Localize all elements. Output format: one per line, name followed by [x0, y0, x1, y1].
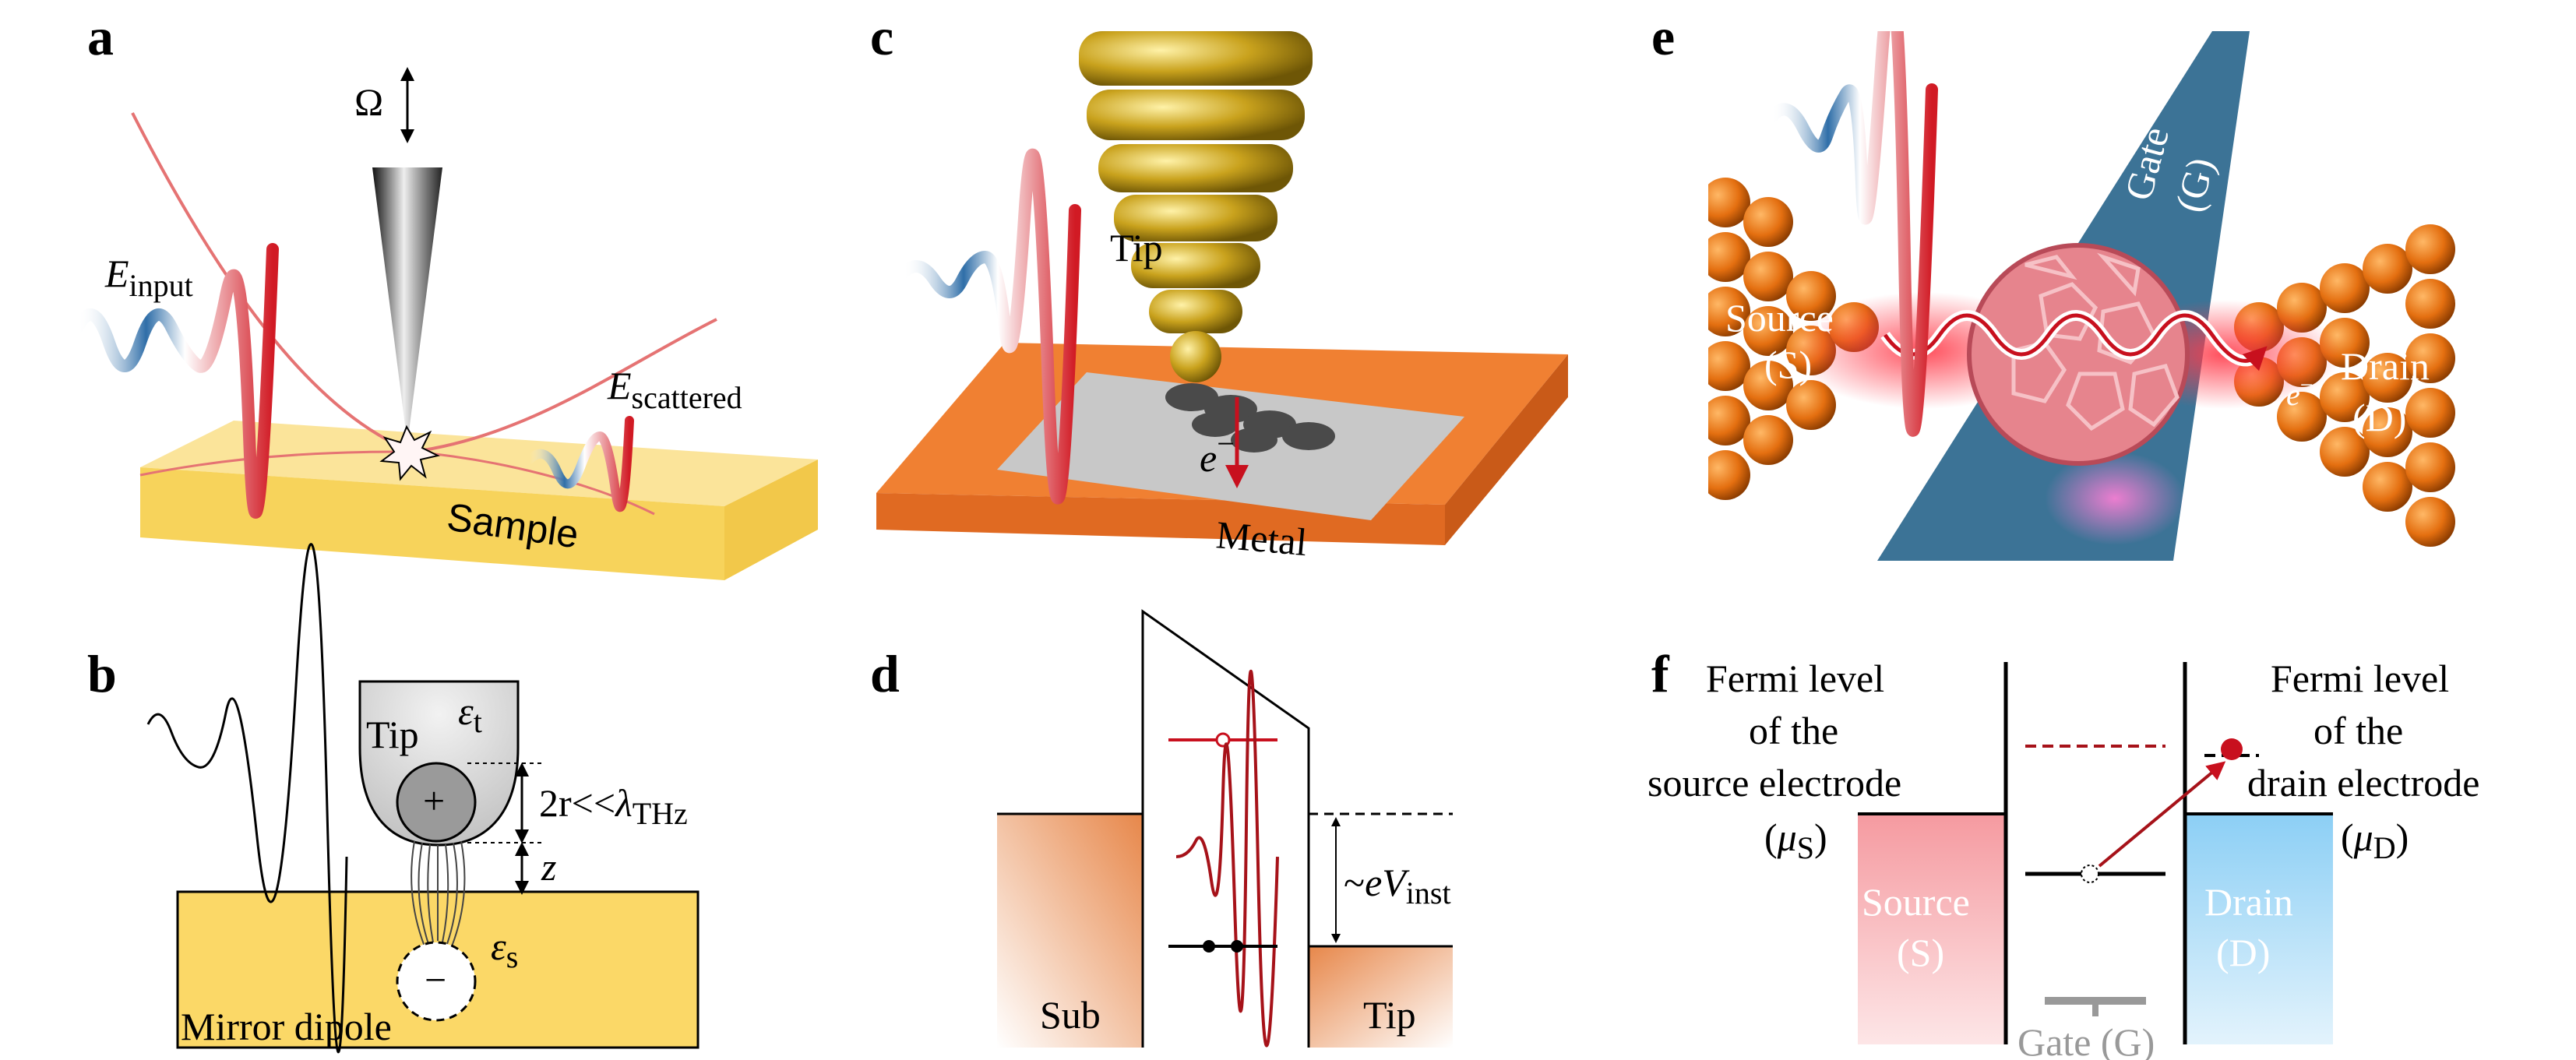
source-label-1: Source [1862, 880, 1970, 924]
sample-front [140, 467, 724, 580]
panel-e-letter: e [1651, 7, 1675, 66]
scatter-spark-icon [379, 424, 440, 481]
tip-electrode [1309, 946, 1453, 1048]
sample-layer [997, 372, 1464, 520]
right-label-3: drain electrode [2247, 761, 2479, 805]
tip-label: Tip [1363, 993, 1416, 1037]
panel-b-letter: b [87, 644, 117, 703]
mirror-label: Mirror dipole [181, 1005, 392, 1048]
source-block [1858, 814, 2006, 1044]
right-label-1: Fermi level [2271, 657, 2449, 700]
sample-side [724, 460, 818, 580]
size-condition-label: 2r<<λTHz [539, 781, 688, 831]
sub-electrode [997, 814, 1143, 1048]
fullerene-molecule [1967, 243, 2190, 466]
right-label-2: of the [2313, 709, 2403, 752]
electron-dot [2221, 738, 2243, 760]
e-scattered-label: Escattered [607, 364, 742, 415]
panel-a-letter: a [87, 7, 114, 66]
drain-label-2: (D) [2352, 396, 2406, 439]
electron-label: e− [1200, 426, 1235, 480]
mirror-dipole [396, 941, 477, 1022]
thz-wave [146, 543, 348, 1054]
input-pulse [72, 243, 279, 519]
mu-d-label: (μD) [2341, 815, 2409, 865]
eps-s-label: εs [491, 924, 518, 974]
left-label-1: Fermi level [1706, 657, 1884, 700]
panel-f: f Fermi level of the source electrode (μ… [1647, 644, 2479, 1060]
metal-side [1445, 354, 1568, 545]
thz-pulse [1766, 31, 1938, 437]
field-waveform [1175, 669, 1279, 1048]
left-label-2: of the [1749, 709, 1838, 752]
plus-label: + [423, 779, 445, 822]
drain-label-1: Drain [2204, 880, 2293, 924]
electron-label: e− [2286, 372, 2313, 412]
panel-b: b Tip εt + − εs 2r<<λTHz z Mirror dipol [87, 543, 700, 1054]
scattered-pulse [525, 416, 634, 512]
drain-electrode [2234, 224, 2455, 547]
drain-block [2185, 814, 2333, 1044]
bias-label: ~eVinst [1344, 861, 1451, 910]
panel-c-letter: c [870, 7, 893, 66]
drain-label-2: (D) [2216, 931, 2270, 974]
field-lines [411, 840, 466, 947]
tip-label: Tip [1110, 226, 1163, 269]
tunnel-barrier [1141, 609, 1310, 1048]
electron-path [1883, 313, 2268, 372]
metal-label: Metal [1214, 512, 1309, 564]
electron-dot-1 [1203, 940, 1215, 953]
z-label: z [541, 845, 556, 889]
molecules [1165, 383, 1335, 453]
source-label-1: Source [1725, 296, 1834, 340]
tip-label: Tip [366, 713, 419, 756]
minus-label: − [425, 958, 446, 1002]
gate-label: Gate (G) [2017, 1020, 2155, 1060]
tip-dipole [396, 762, 477, 843]
drain-label-1: Drain [2341, 344, 2430, 388]
panel-e: e [1651, 7, 2456, 561]
source-label-2: (S) [1897, 931, 1944, 974]
electron-dot-2 [1231, 940, 1243, 953]
transfer-arrow [2098, 761, 2226, 868]
afm-tip [372, 167, 442, 444]
left-label-3: source electrode [1647, 761, 1901, 805]
panel-f-letter: f [1651, 644, 1670, 703]
scattered-beam [412, 318, 717, 453]
sample-top [140, 421, 818, 506]
source-label-2: (S) [1764, 343, 1812, 386]
panel-a: a Ω Einput Escattered Sample [72, 7, 818, 580]
eps-t-label: εt [458, 689, 482, 739]
panel-d-letter: d [870, 644, 900, 703]
gate-glow [2045, 452, 2185, 545]
mu-s-label: (μS) [1764, 815, 1827, 865]
panel-c: c Tip e− Metal [870, 7, 1568, 564]
thz-pulse [897, 148, 1081, 505]
panel-d: d ~eVinst Sub Tip [870, 609, 1453, 1048]
sub-label: Sub [1040, 993, 1101, 1037]
omega-label: Ω [354, 80, 383, 124]
gold-tip [1079, 31, 1313, 382]
hole-state [2081, 865, 2099, 883]
e-input-label: Einput [104, 252, 193, 303]
